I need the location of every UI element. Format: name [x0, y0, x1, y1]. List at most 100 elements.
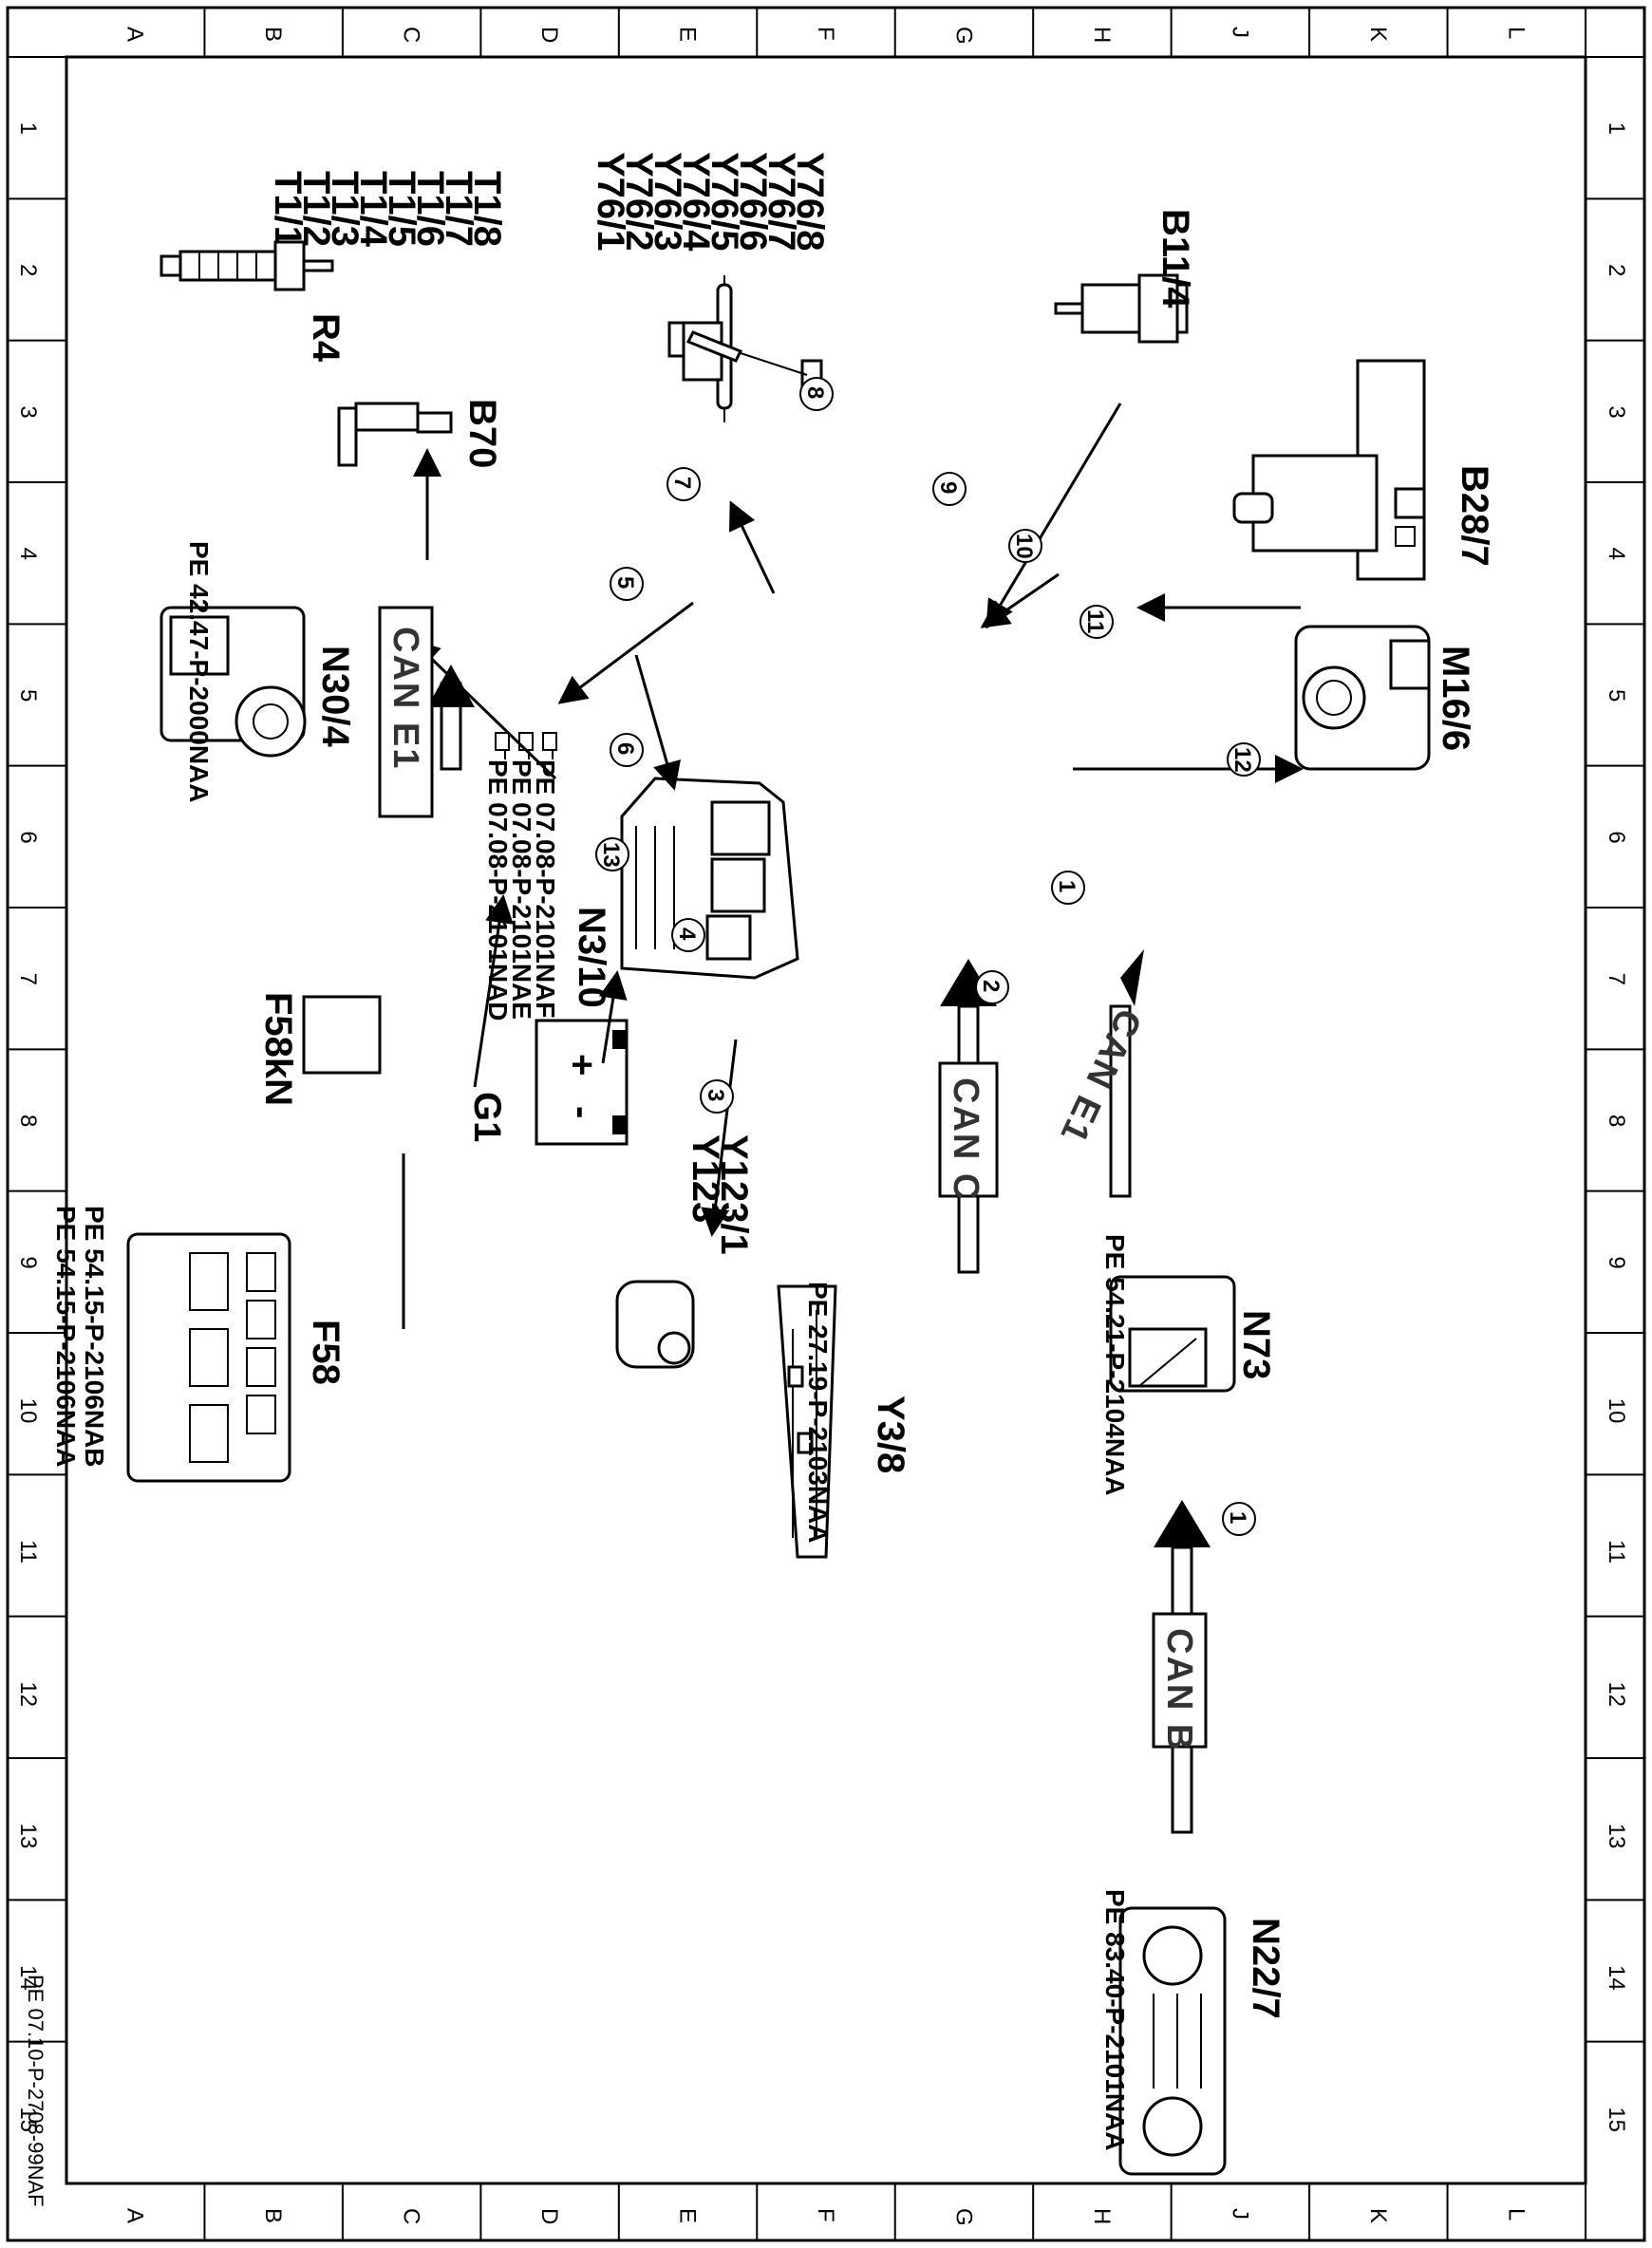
hand-pointer-icon	[495, 732, 510, 759]
grid-row-label: 2	[15, 264, 41, 276]
connection-number-9: 9	[932, 472, 967, 506]
t1-label-6: T1/6	[409, 171, 451, 247]
can-e1-bus-left: CAN E1	[378, 606, 475, 818]
svg-text:11: 11	[1082, 609, 1108, 633]
grid-column-label: K	[1365, 27, 1391, 42]
connection-number-5: 5	[610, 567, 644, 601]
svg-text:12: 12	[1230, 747, 1255, 773]
svg-text:7: 7	[669, 477, 695, 489]
grid-row-label: 6	[15, 831, 41, 843]
y123-label-2: Y123/1	[713, 1134, 755, 1255]
f58-ref-2: PE 54.15-P-2106NAB	[80, 1206, 109, 1467]
grid-column-label: J	[1227, 2208, 1252, 2220]
svg-text:1: 1	[1054, 880, 1079, 892]
connection-number-1: 1	[1051, 871, 1085, 905]
connection-number-8: 8	[799, 377, 834, 411]
connection-number-7: 7	[666, 467, 701, 501]
grid-row-label: 9	[1604, 1256, 1629, 1268]
grid-column-label: G	[950, 27, 976, 45]
can-c-label: CAN C	[946, 1077, 986, 1201]
grid-row-label: 12	[1604, 1681, 1629, 1707]
y76-label-3: Y76/3	[647, 152, 688, 252]
t1-label-3: T1/3	[324, 171, 366, 247]
grid-column-label: L	[1503, 2208, 1529, 2220]
connection-number-4: 4	[671, 918, 705, 952]
t1-label-7: T1/7	[438, 171, 479, 247]
connection-number-2: 2	[975, 970, 1009, 1004]
grid-column-label: D	[536, 27, 562, 43]
ecu-n3-10: N3/10 PE 07.08-P-2101NAD PE 07.08-P-2101…	[483, 732, 799, 1021]
grid-column-label: A	[122, 27, 148, 42]
n73-ref: PE 54.21-P-2104NAA	[1100, 1234, 1130, 1495]
y38-ref: PE 27.19-P-2103NAA	[803, 1282, 833, 1543]
grid-column-label: G	[950, 2208, 976, 2226]
hand-pointer-icon	[542, 732, 557, 759]
battery-plus-label: +	[561, 1054, 603, 1076]
b28-label: B28/7	[1454, 465, 1495, 567]
t1-label-2: T1/2	[295, 171, 337, 247]
grid-row-label: 9	[15, 1256, 41, 1268]
grid-column-label: H	[1089, 27, 1115, 43]
svg-text:8: 8	[802, 386, 828, 399]
svg-text:2: 2	[978, 980, 1004, 992]
svg-text:5: 5	[612, 576, 638, 589]
grid-row-label: 11	[15, 1540, 41, 1564]
sensor-b11-4: B11/4	[1054, 209, 1196, 344]
f58kn-label: F58kN	[257, 992, 299, 1106]
fuse-box-f58: F58 PE 54.15-P-2106NAA PE 54.15-P-2106NA…	[51, 1206, 347, 1483]
n73-label: N73	[1235, 1310, 1277, 1379]
inner-frame	[65, 55, 1587, 2185]
grid-row-label: 10	[1604, 1398, 1629, 1424]
y76-label-8: Y76/8	[789, 152, 831, 252]
can-e1-label-right: CAN E1	[1052, 1002, 1149, 1150]
throttle-m16-6: M16/6	[1294, 625, 1476, 771]
connection-number-10: 10	[1008, 529, 1042, 563]
f58-ref-1: PE 54.15-P-2106NAA	[51, 1206, 81, 1467]
y76-label-7: Y76/7	[760, 152, 802, 252]
y76-label-1: Y76/1	[590, 152, 631, 252]
ignition-coils-t1: T1/1 T1/2 T1/3 T1/4 T1/5 T1/6 T1/7 T1/8	[267, 171, 823, 396]
b11-label: B11/4	[1155, 209, 1196, 309]
t1-label-1: T1/1	[267, 171, 309, 247]
battery-g1: + - G1	[466, 1019, 629, 1146]
svg-text:10: 10	[1011, 534, 1037, 559]
grid-column-label: F	[813, 27, 838, 41]
y76-label-6: Y76/6	[732, 152, 774, 252]
valve-body-y3-8: Y3/8 PE 27.19-P-2103NAA	[777, 1282, 911, 1559]
grid-labels: 1122334455667788991010111112121313141415…	[15, 27, 1629, 2226]
grid-column-label: L	[1503, 27, 1529, 39]
document-id: PE 07.10-P-2708-99NAF	[24, 1975, 47, 2207]
grid-column-label: B	[260, 2208, 286, 2223]
sensor-b70: B70	[337, 399, 503, 468]
battery-minus-label: -	[561, 1106, 603, 1118]
connection-number-11: 11	[1079, 605, 1114, 639]
grid-column-label: B	[260, 27, 286, 42]
grid-column-label: F	[813, 2208, 838, 2222]
grid-row-label: 8	[15, 1115, 41, 1127]
n30-ref: PE 42.47-P-2000NAA	[184, 541, 214, 802]
ignition-switch-n73: N73 PE 54.21-P-2104NAA	[1100, 1234, 1277, 1495]
ecu-ref-3: PE 07.08-P-2101NAF	[531, 759, 560, 1018]
t1-label-5: T1/5	[381, 171, 422, 247]
grid-row-label: 1	[1604, 122, 1629, 135]
t1-label-4: T1/4	[352, 171, 394, 248]
r4-label: R4	[305, 313, 347, 363]
connection-number-13: 13	[595, 837, 629, 871]
grid-row-label: 8	[1604, 1115, 1629, 1127]
b70-label: B70	[461, 399, 503, 468]
can-b-label: CAN B	[1159, 1628, 1199, 1752]
grid-column-label: C	[399, 2208, 424, 2224]
connection-numbers: 1 1 2 3 4 5 6 7 8 9 10 11 12 13	[595, 377, 1261, 1536]
outer-frame	[6, 6, 1646, 2242]
connection-number-6: 6	[610, 733, 644, 767]
grid-row-label: 5	[1604, 689, 1629, 702]
grid-column-label: K	[1365, 2208, 1391, 2223]
grid-row-label: 14	[15, 1965, 41, 1991]
grid-column-label: E	[675, 27, 701, 42]
n22-ref: PE 83.40-P-2101NAA	[1100, 1889, 1130, 2150]
svg-text:9: 9	[935, 481, 961, 494]
grid-row-label: 3	[15, 405, 41, 418]
svg-text:13: 13	[598, 842, 624, 868]
